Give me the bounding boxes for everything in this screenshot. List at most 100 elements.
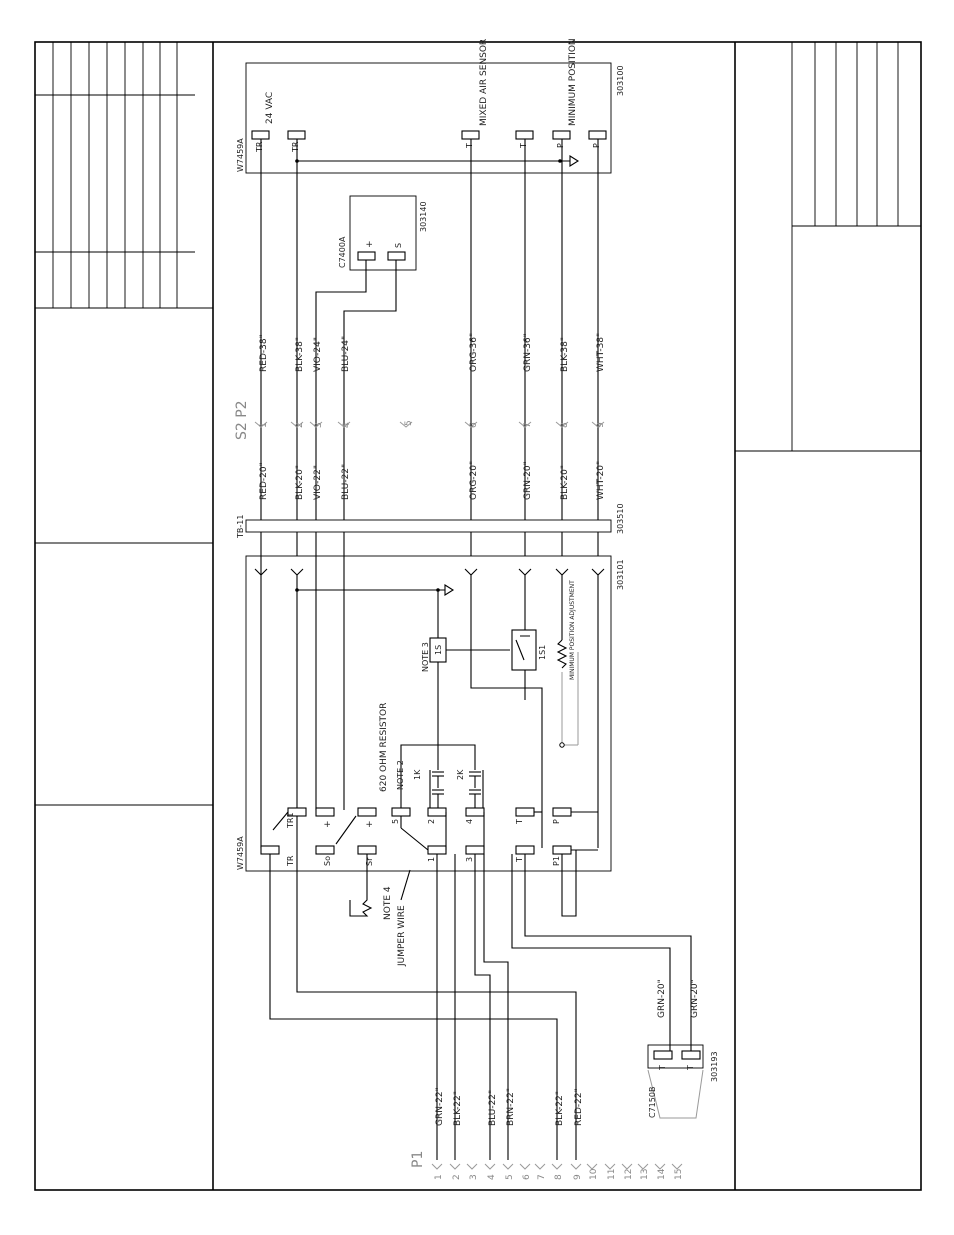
p1-pin-number: 12 bbox=[624, 1169, 634, 1180]
label-min-position: MINIMUM POSITION bbox=[568, 38, 578, 126]
page-frame bbox=[34, 41, 922, 1191]
svg-text:4: 4 bbox=[342, 422, 352, 428]
svg-text:2: 2 bbox=[295, 422, 305, 428]
relay-1s1 bbox=[511, 629, 537, 671]
sensor-c7400a: C7400A 303140 + S bbox=[338, 195, 428, 271]
connector-p1-label: P1 bbox=[410, 1151, 426, 1168]
svg-text:BLU-22": BLU-22" bbox=[488, 1090, 498, 1126]
wire-labels-right: RED-38" BLK-38" VIO-24" BLU-24" ORG-36" … bbox=[259, 333, 606, 372]
p1-pin-arrow bbox=[604, 1163, 616, 1170]
note3-label: NOTE 3 bbox=[421, 642, 430, 672]
terminal-t-upper bbox=[515, 807, 535, 817]
note4-label: NOTE 4 bbox=[383, 886, 393, 920]
svg-text:P1: P1 bbox=[552, 856, 561, 866]
terminal-2 bbox=[427, 807, 447, 817]
terminal-board: TB-11 303510 bbox=[236, 503, 625, 539]
top-label-p1: P bbox=[556, 143, 565, 148]
svg-text:T: T bbox=[515, 857, 524, 863]
right-title-block bbox=[735, 42, 921, 452]
svg-text:1: 1 bbox=[427, 857, 436, 862]
svg-text:BLK-22": BLK-22" bbox=[453, 1091, 463, 1126]
wire-labels-left: RED-20" BLK-20" VIO-22" BLU-22" ORG-20" … bbox=[259, 461, 606, 500]
svg-text:BLK-38": BLK-38" bbox=[560, 337, 570, 372]
svg-text:BLK-38": BLK-38" bbox=[295, 337, 305, 372]
svg-text:7: 7 bbox=[523, 422, 533, 428]
p1-pin-arrow bbox=[671, 1163, 683, 1170]
svg-text:GRN-20": GRN-20" bbox=[523, 461, 533, 500]
top-label-tr2: TR bbox=[291, 141, 300, 153]
p1-pin-arrow bbox=[466, 1163, 478, 1170]
relay-1s-label: 1S bbox=[434, 645, 443, 655]
p1-pin-arrow bbox=[637, 1163, 649, 1170]
p1-pin-arrow bbox=[586, 1163, 598, 1170]
relay-1s1-label: 1S1 bbox=[538, 645, 547, 660]
svg-text:VIO-22": VIO-22" bbox=[313, 465, 323, 500]
top-label-p2: P bbox=[592, 143, 601, 148]
top-label-tr1: TR bbox=[255, 141, 264, 153]
svg-text:Sr: Sr bbox=[365, 857, 374, 866]
ground-icon bbox=[444, 584, 455, 596]
terminal-5 bbox=[391, 807, 411, 817]
board-to-module-wires bbox=[260, 532, 599, 848]
svg-text:9: 9 bbox=[596, 422, 606, 428]
contact-1k-label: 1K bbox=[413, 769, 422, 780]
svg-text:P: P bbox=[552, 819, 561, 824]
contact-2k bbox=[469, 771, 481, 808]
top-label-t1: T bbox=[465, 143, 474, 149]
terminal-1 bbox=[427, 845, 447, 855]
p1-pin-arrow bbox=[502, 1163, 514, 1170]
svg-text:8: 8 bbox=[560, 422, 570, 428]
svg-text:BLU-22": BLU-22" bbox=[341, 464, 351, 500]
top-terminal-p1 bbox=[552, 130, 571, 140]
bottom-module-number: 303101 bbox=[616, 559, 625, 590]
svg-text:2: 2 bbox=[427, 819, 436, 824]
svg-text:RED-20": RED-20" bbox=[259, 462, 269, 500]
sensor-label-plus: + bbox=[365, 240, 375, 248]
svg-text:T: T bbox=[515, 819, 524, 825]
svg-text:6: 6 bbox=[469, 422, 479, 428]
c7150b-number: 303193 bbox=[710, 1051, 719, 1082]
svg-text:WHT-20": WHT-20" bbox=[596, 461, 606, 500]
svg-text:3: 3 bbox=[465, 857, 474, 862]
svg-text:BLK-20": BLK-20" bbox=[295, 465, 305, 500]
p1-pin-number: 14 bbox=[657, 1168, 667, 1180]
svg-text:TR1: TR1 bbox=[286, 812, 295, 829]
svg-text:ORG-20": ORG-20" bbox=[469, 461, 479, 500]
svg-text:BLK-22": BLK-22" bbox=[555, 1091, 565, 1126]
top-terminal-tr2 bbox=[287, 130, 306, 140]
terminal-board-part: TB-11 bbox=[236, 515, 245, 539]
svg-text:5: 5 bbox=[391, 819, 400, 824]
svg-text:ORG-36": ORG-36" bbox=[469, 333, 479, 372]
svg-text:WHT-38": WHT-38" bbox=[596, 333, 606, 372]
note2-label: NOTE 2 bbox=[396, 760, 405, 790]
terminal-p1 bbox=[552, 845, 572, 855]
p1-pin-number: 3 bbox=[469, 1174, 479, 1180]
svg-text:4: 4 bbox=[465, 819, 474, 824]
terminal-so bbox=[315, 845, 335, 855]
terminal-plus-1 bbox=[315, 807, 335, 817]
wire-labels-p1: GRN-22" BLK-22" BLU-22" BRN-22" BLK-22" … bbox=[435, 1087, 584, 1126]
p1-pin-number: 13 bbox=[640, 1169, 650, 1180]
terminal-p-upper bbox=[552, 807, 572, 817]
sensor-label-s: S bbox=[394, 243, 403, 248]
top-module-number: 303100 bbox=[616, 65, 625, 96]
top-terminal-t1 bbox=[461, 130, 480, 140]
terminal-3 bbox=[465, 845, 485, 855]
p1-pin-number: 4 bbox=[487, 1174, 497, 1180]
p1-pin-number: 15 bbox=[674, 1169, 684, 1180]
label-mixed-air: MIXED AIR SENSOR bbox=[479, 39, 489, 126]
terminal-sr bbox=[357, 845, 377, 855]
p1-pin-number: 5 bbox=[505, 1174, 515, 1180]
svg-text:+: + bbox=[323, 820, 333, 828]
c7150b-terminal-t1 bbox=[653, 1050, 673, 1060]
svg-text:BLU-24": BLU-24" bbox=[341, 336, 351, 372]
svg-text:GRN-20": GRN-20" bbox=[690, 979, 700, 1018]
sensor-part: C7400A bbox=[338, 236, 347, 268]
svg-text:GRN-36": GRN-36" bbox=[523, 333, 533, 372]
sensor-terminal-plus bbox=[357, 251, 376, 261]
svg-text:RED-38": RED-38" bbox=[259, 334, 269, 372]
p1-pin-number: 8 bbox=[554, 1174, 564, 1180]
p1-pin-number: 1 bbox=[434, 1174, 444, 1180]
